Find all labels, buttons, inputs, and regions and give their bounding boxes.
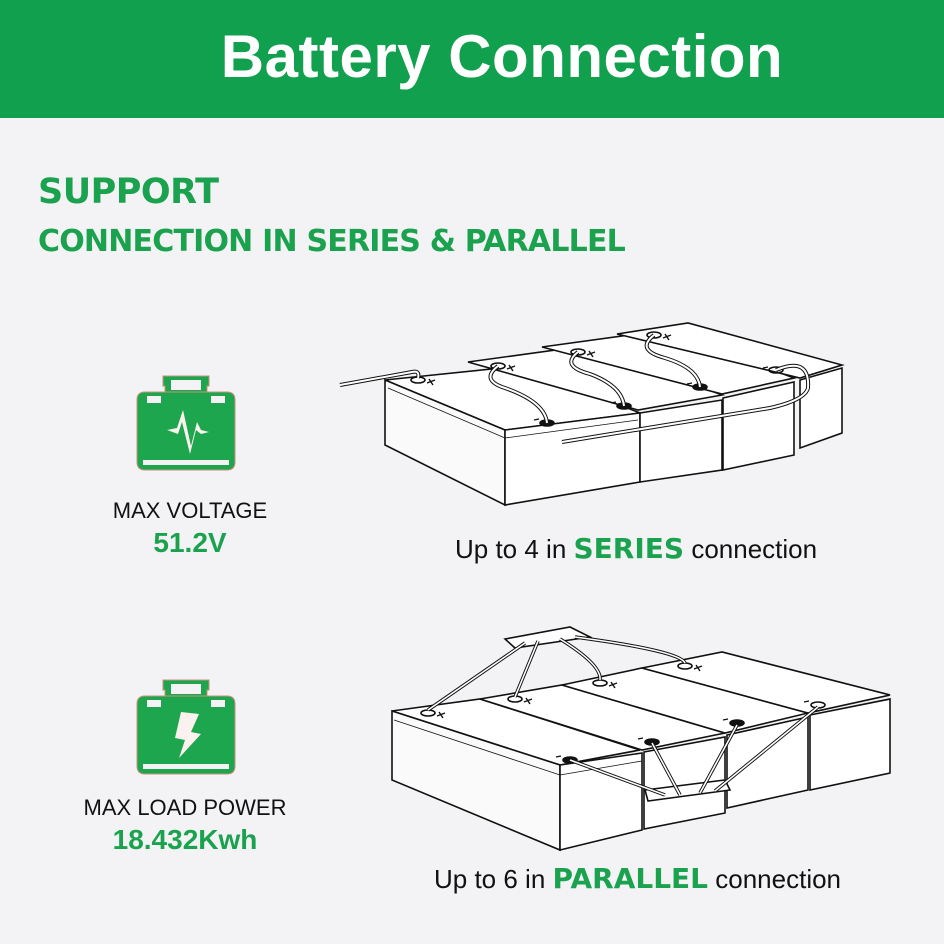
max-voltage-label: MAX VOLTAGE [112, 498, 268, 523]
series-diagram [339, 322, 845, 507]
page-title: Battery Connection [220, 23, 784, 90]
parallel-diagram [391, 626, 891, 852]
parallel-caption: Up to 6 in PARALLEL connection [434, 862, 841, 895]
series-caption-prefix: Up to 4 in [455, 534, 574, 564]
parallel-caption-highlight: PARALLEL [552, 862, 709, 895]
series-caption-suffix: connection [684, 534, 818, 564]
intro-heading: SUPPORT [38, 172, 219, 212]
battery-lightning-icon [136, 679, 236, 775]
battery-1 [384, 365, 641, 507]
battery-pulse-icon [136, 375, 236, 471]
intro-subheading: CONNECTION IN SERIES & PARALLEL [38, 224, 626, 259]
series-caption: Up to 4 in SERIES connection [455, 532, 817, 565]
battery-4 [616, 322, 845, 450]
series-caption-highlight: SERIES [573, 532, 685, 565]
battery-2 [479, 684, 726, 830]
battery-4 [641, 651, 891, 791]
parallel-caption-prefix: Up to 6 in [434, 864, 553, 894]
battery-3 [561, 667, 809, 809]
max-load-power-label: MAX LOAD POWER [83, 795, 287, 820]
parallel-caption-suffix: connection [708, 864, 842, 894]
max-voltage-value: 51.2V [153, 527, 227, 558]
header-banner: Battery Connection [0, 0, 944, 118]
max-load-power-value: 18.432Kwh [112, 824, 258, 855]
